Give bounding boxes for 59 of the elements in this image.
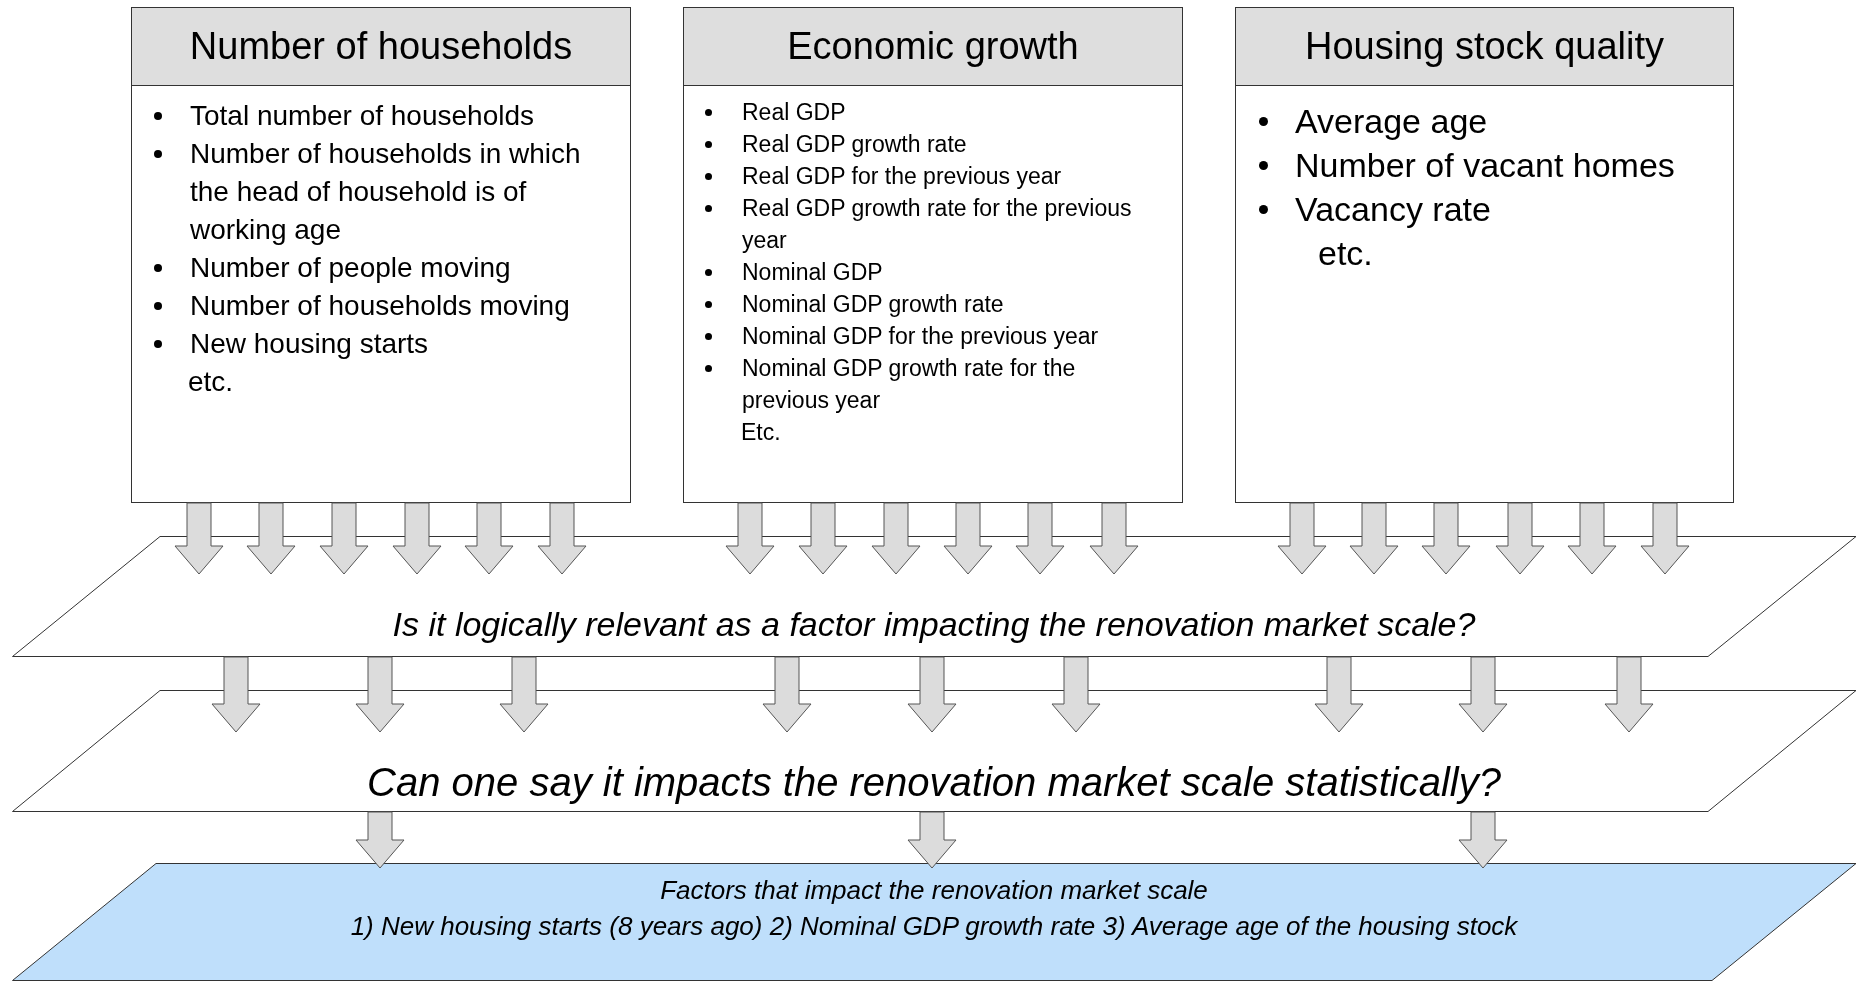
box-heading: Number of households bbox=[132, 8, 630, 86]
block-arrow bbox=[464, 502, 514, 575]
block-arrow bbox=[798, 502, 848, 575]
bullet-text: Average age bbox=[1295, 102, 1488, 140]
bullet-text: Number of households moving bbox=[190, 290, 570, 321]
etc-text: etc. bbox=[188, 366, 234, 397]
bullet-text: Total number of households bbox=[190, 100, 534, 131]
block-arrow bbox=[1458, 656, 1508, 733]
block-arrow bbox=[1314, 656, 1364, 733]
block-arrow bbox=[1421, 502, 1471, 575]
block-arrow bbox=[355, 811, 405, 869]
result-text: Factors that impact the renovation market scale bbox=[659, 874, 1209, 907]
block-arrow bbox=[1604, 656, 1654, 733]
bullet-text: New housing starts bbox=[190, 328, 429, 359]
bullet-text: Nominal GDP for the previous year bbox=[742, 323, 1099, 349]
block-arrow bbox=[355, 656, 405, 733]
bullet-text: Number of households in which the head of household is of working age bbox=[190, 138, 581, 245]
block-arrow bbox=[1567, 502, 1617, 575]
bullet-text: Real GDP bbox=[742, 99, 846, 125]
bullet-text: Real GDP for the previous year bbox=[742, 163, 1062, 189]
block-arrow bbox=[1349, 502, 1399, 575]
question-text: Is it logically relevant as a factor impacting the renovation market scale? bbox=[392, 604, 1476, 645]
block-arrow bbox=[1458, 811, 1508, 869]
block-arrow bbox=[319, 502, 369, 575]
block-arrow bbox=[211, 656, 261, 733]
box-heading: Housing stock quality bbox=[1236, 8, 1733, 86]
block-arrow bbox=[1015, 502, 1065, 575]
block-arrow bbox=[174, 502, 224, 575]
result-text: 1) New housing starts (8 years ago) 2) Nominal GDP growth rate 3) Average age of the housing stock bbox=[349, 910, 1519, 943]
block-arrow bbox=[871, 502, 921, 575]
category-box bbox=[131, 7, 631, 503]
bullet-text: Real GDP growth rate bbox=[742, 131, 967, 157]
block-arrow bbox=[907, 811, 957, 869]
etc-text: Etc. bbox=[741, 419, 781, 445]
bullet-text: Nominal GDP growth rate bbox=[742, 291, 1004, 317]
block-arrow bbox=[762, 656, 812, 733]
block-arrow bbox=[943, 502, 993, 575]
box-heading: Economic growth bbox=[684, 8, 1182, 86]
bullet-text: Real GDP growth rate for the previous year bbox=[742, 195, 1132, 253]
bullet-text: Vacancy rate bbox=[1295, 190, 1491, 228]
block-arrow bbox=[1277, 502, 1327, 575]
block-arrow bbox=[537, 502, 587, 575]
block-arrow bbox=[392, 502, 442, 575]
block-arrow bbox=[1640, 502, 1690, 575]
block-arrow bbox=[907, 656, 957, 733]
bullet-text: Nominal GDP bbox=[742, 259, 883, 285]
question-text: Can one say it impacts the renovation market scale statistically? bbox=[367, 759, 1501, 806]
bullet-text: Number of people moving bbox=[190, 252, 511, 283]
category-box bbox=[683, 7, 1183, 503]
block-arrow bbox=[246, 502, 296, 575]
block-arrow bbox=[499, 656, 549, 733]
block-arrow bbox=[1495, 502, 1545, 575]
bullet-text: Nominal GDP growth rate for the previous year bbox=[742, 355, 1076, 413]
bullet-text: Number of vacant homes bbox=[1295, 146, 1675, 184]
block-arrow bbox=[725, 502, 775, 575]
category-box bbox=[1235, 7, 1734, 503]
etc-text: etc. bbox=[1318, 234, 1373, 272]
block-arrow bbox=[1089, 502, 1139, 575]
block-arrow bbox=[1051, 656, 1101, 733]
